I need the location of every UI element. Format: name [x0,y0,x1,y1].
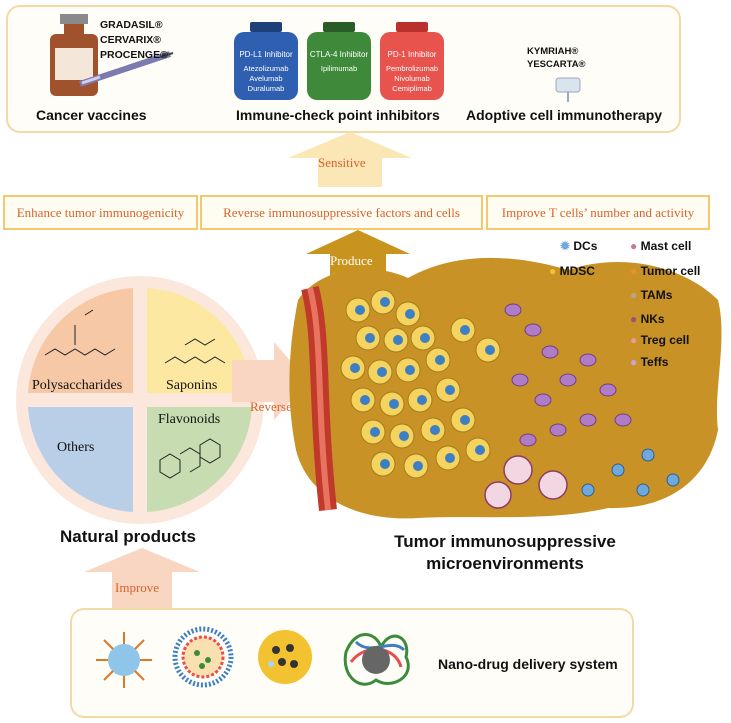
adoptive-brand-list: KYMRIAH® YESCARTA® [527,45,586,71]
legend-tams: ● TAMs [630,288,672,302]
pd-1-vial-icon [380,22,444,100]
vial-title: CTLA-4 Inhibitor [309,50,369,59]
legend-teffs-icon: ● [630,355,641,369]
tumor-microenvironment-illustration [289,257,722,519]
improve-label: Improve [115,580,160,595]
legend-mast-cell-icon: ● [630,239,641,253]
legend-treg-cell: ● Treg cell [630,333,689,347]
effect-box-enhance: Enhance tumor immunogenicity [3,195,198,230]
checkpoint-inhibitors-label: Immune-check point inhibitors [236,107,440,123]
legend-tumor-cell-icon: ● [630,264,641,278]
quadrant-flavonoids: Flavonoids [158,412,221,427]
infusion-bag-icon [555,77,581,102]
vaccine-brand: PROCENGE® [100,49,168,61]
natural-products-wheel [16,276,264,524]
legend-nks-icon: ● [630,312,641,326]
tumor-title-line: Tumor immunosuppressive [394,532,616,551]
vial-title: PD-1 Inhibitor [387,50,437,59]
effect-box-improve: Improve T cells’ number and activity [486,195,710,230]
improve-arrow [84,548,200,610]
vaccine-brand: GRADASIL® [100,19,163,31]
legend-label: MDSC [559,264,595,278]
vial-drug: Atezolizumab [243,64,289,73]
sensitive-arrow [288,132,412,187]
cancer-vaccines-label: Cancer vaccines [36,107,147,123]
pd-1-vial-label: PD-1 Inhibitor Pembrolizumab Nivolumab C… [378,50,446,94]
nano-delivery-panel [70,608,634,718]
pd-l1-vial-icon [234,22,298,100]
legend-tumor-cell: ● Tumor cell [630,264,700,278]
vial-title: PD-L1 Inhibitor [239,50,293,59]
legend-mast-cell: ● Mast cell [630,239,691,253]
legend-label: DCs [573,239,598,253]
legend-dcs: ✹ DCs [560,239,597,253]
adoptive-cell-immunotherapy-label: Adoptive cell immunotherapy [466,107,663,123]
liposome-icon [96,632,152,688]
nano-delivery-label: Nano-drug delivery system [438,656,618,672]
vaccine-brand: CERVARIX® [100,34,162,46]
adoptive-brand: KYMRIAH® [527,46,579,57]
legend-label: Treg cell [640,333,690,347]
legend-treg-cell-icon: ● [630,333,641,347]
reverse-label: Reverse [250,399,292,414]
protein-carrier-icon [343,633,410,686]
legend-mdsc: ● MDSC [549,264,595,278]
pd-l1-vial-label: PD-L1 Inhibitor Atezolizumab Avelumab Du… [232,50,300,94]
legend-teffs: ● Teffs [630,355,668,369]
quadrant-polysaccharides: Polysaccharides [32,378,123,393]
vial-drug: Pembrolizumab [385,64,439,73]
tumor-microenvironment-title: Tumor immunosuppressive microenvironment… [370,531,640,575]
ctla-4-vial-label: CTLA-4 Inhibitor Ipilimumab [305,50,373,74]
legend-label: Mast cell [640,239,692,253]
legend-label: Teffs [640,355,669,369]
sensitive-label: Sensitive [318,155,366,170]
adoptive-brand: YESCARTA® [527,59,586,70]
legend-label: TAMs [640,288,673,302]
natural-products-title: Natural products [60,527,197,546]
legend-label: Tumor cell [640,264,701,278]
quadrant-saponins: Saponins [166,378,218,393]
vial-drug: Duralumab [247,84,285,93]
vaccine-brand-list: GRADASIL® CERVARIX® PROCENGE® [100,18,168,63]
legend-dcs-icon: ✹ [560,239,574,253]
legend-label: NKs [640,312,665,326]
tumor-title-line: microenvironments [426,554,584,573]
vial-drug: Avelumab [249,74,283,83]
legend-nks: ● NKs [630,312,665,326]
micelle-icon [172,626,234,688]
ctla-4-vial-icon [307,22,371,100]
vial-drug: Nivolumab [394,74,430,83]
reverse-arrow [232,342,308,420]
legend-mdsc-icon: ● [549,264,560,278]
legend-tams-icon: ● [630,288,641,302]
vaccine-vial-icon [50,14,174,96]
nanoparticle-icon [258,630,312,684]
vial-drug: Ipilimumab [320,64,358,73]
quadrant-others: Others [57,440,95,455]
effect-box-reverse: Reverse immunosuppressive factors and ce… [200,195,483,230]
vial-drug: Cemiplimab [392,84,432,93]
produce-label-line: Produce [330,253,373,268]
